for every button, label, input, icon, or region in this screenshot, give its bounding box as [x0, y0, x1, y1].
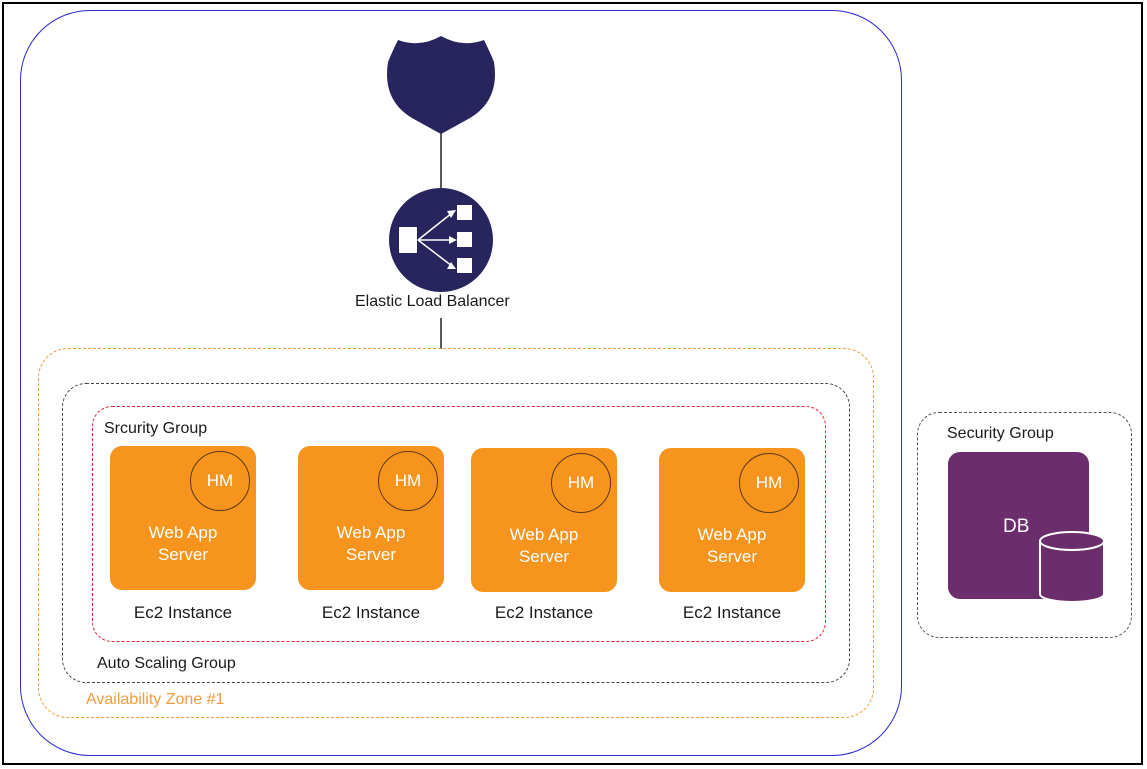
ec2-instance-label: Ec2 Instance — [321, 603, 421, 622]
server-label-line1: Web App — [148, 523, 218, 542]
route-shield-icon — [387, 36, 495, 134]
web-app-server-3: HM Web App Server — [471, 448, 617, 592]
auto-scaling-group-label: Auto Scaling Group — [97, 655, 236, 672]
db-security-group-label: Security Group — [947, 425, 1054, 442]
server-label-line2: Server — [518, 547, 570, 566]
app-security-group-label: Srcurity Group — [104, 420, 208, 437]
web-app-server-1: HM Web App Server — [110, 446, 256, 590]
db-security-group-boundary — [917, 412, 1132, 638]
ec2-instance-label: Ec2 Instance — [682, 603, 782, 622]
server-label-line1: Web App — [697, 525, 767, 544]
health-monitor-badge: HM — [739, 453, 799, 513]
availability-zone-label: Availability Zone #1 — [86, 691, 225, 708]
server-label-line2: Server — [157, 545, 209, 564]
health-monitor-badge: HM — [190, 451, 250, 511]
server-label-line1: Web App — [509, 525, 579, 544]
load-balancer-icon — [389, 188, 493, 292]
elb-label: Elastic Load Balancer — [355, 293, 510, 310]
web-app-server-2: HM Web App Server — [298, 446, 444, 590]
health-monitor-badge: HM — [551, 453, 611, 513]
health-monitor-badge: HM — [378, 451, 438, 511]
availability-zone-boundary — [38, 348, 874, 718]
auto-scaling-group-boundary — [62, 383, 850, 683]
server-label-line2: Server — [345, 545, 397, 564]
ec2-instance-label: Ec2 Instance — [133, 603, 233, 622]
vpc-region-boundary — [20, 10, 902, 756]
server-label-line1: Web App — [336, 523, 406, 542]
db-label: DB — [1003, 516, 1030, 537]
app-security-group-boundary — [92, 406, 826, 642]
web-app-server-4: HM Web App Server — [659, 448, 805, 592]
server-label-line2: Server — [706, 547, 758, 566]
ec2-instance-label: Ec2 Instance — [494, 603, 594, 622]
